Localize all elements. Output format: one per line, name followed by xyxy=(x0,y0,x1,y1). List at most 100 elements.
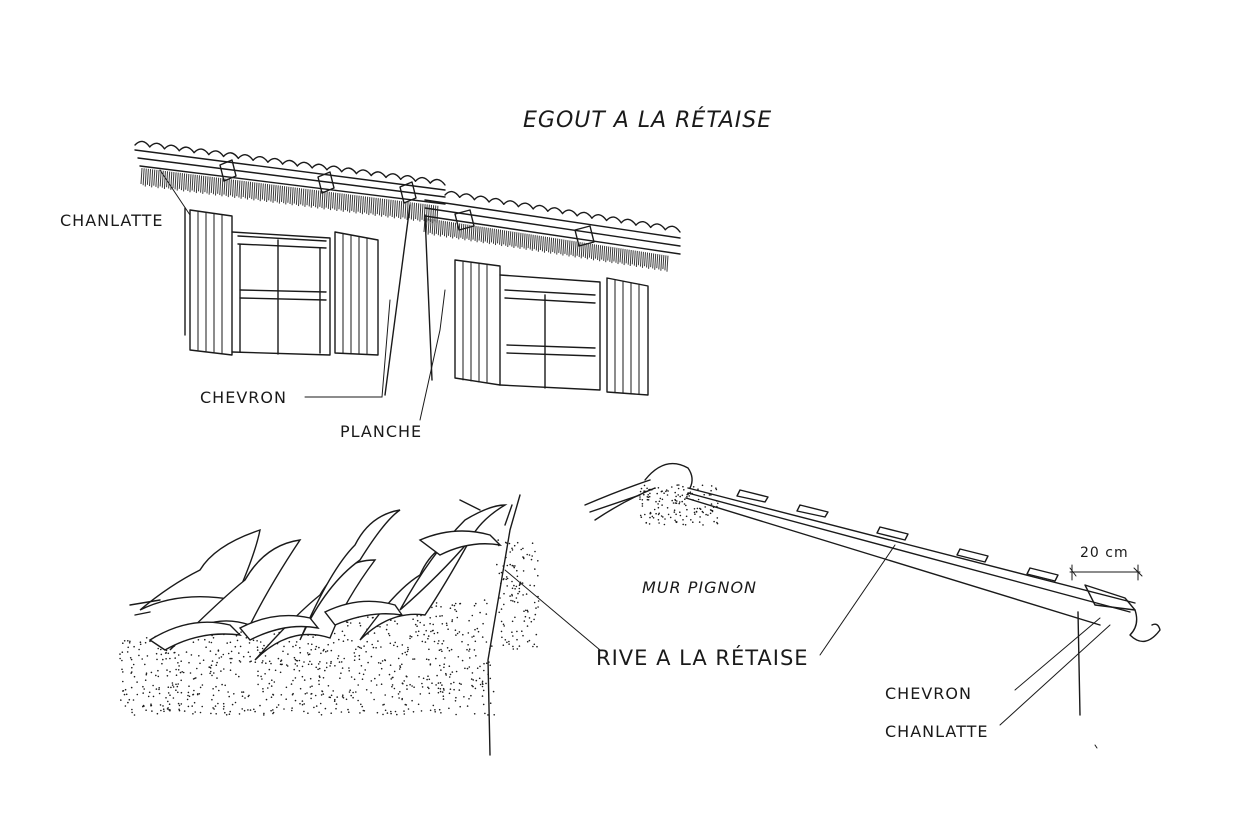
stipple-dot xyxy=(647,499,650,501)
stipple-dot xyxy=(188,685,190,687)
hatch-line xyxy=(193,174,196,192)
stipple-dot xyxy=(699,516,701,518)
stipple-dot xyxy=(506,577,509,580)
stipple-dot xyxy=(272,693,274,696)
stipple-dot xyxy=(136,681,138,683)
roof-tile xyxy=(355,169,372,177)
stipple-dot xyxy=(144,663,146,666)
hatch-line xyxy=(168,171,171,189)
stipple-dot xyxy=(191,705,193,707)
eaves-drawing xyxy=(134,140,681,421)
stipple-dot xyxy=(130,672,132,674)
stipple-dot xyxy=(689,491,692,494)
stipple-dot xyxy=(238,652,240,654)
stipple-dot xyxy=(468,666,471,668)
stipple-dot xyxy=(667,513,670,516)
stipple-dot xyxy=(474,628,476,631)
hatch-line xyxy=(393,200,396,219)
stipple-dot xyxy=(483,662,485,665)
hatch-line xyxy=(255,182,258,199)
stipple-dot xyxy=(201,684,204,686)
stipple-dot xyxy=(707,514,709,516)
stipple-dot xyxy=(451,619,454,621)
stipple-dot xyxy=(377,662,380,664)
stipple-dot xyxy=(518,590,521,593)
stipple-dot xyxy=(462,633,464,636)
stipple-dot xyxy=(437,687,440,690)
stipple-dot xyxy=(399,665,401,667)
roof-tile xyxy=(311,163,328,171)
stipple-dot xyxy=(482,703,485,706)
stipple-dot xyxy=(379,662,382,665)
stipple-dot xyxy=(681,500,683,503)
stipple-dot xyxy=(180,703,183,705)
stipple-dot xyxy=(445,622,448,625)
hatch-line xyxy=(340,193,343,211)
stipple-dot xyxy=(483,669,485,672)
stipple-dot xyxy=(397,657,400,660)
stipple-dot xyxy=(527,611,529,613)
stipple-dot xyxy=(411,699,413,702)
stipple-dot xyxy=(458,631,461,633)
stipple-dot xyxy=(502,623,505,626)
stipple-dot xyxy=(516,648,519,650)
hatch-line xyxy=(178,172,181,189)
stipple-dot xyxy=(326,650,329,652)
stipple-dot xyxy=(413,658,416,660)
stipple-dot xyxy=(418,676,420,678)
stipple-dot xyxy=(277,657,280,660)
stipple-dot xyxy=(537,574,539,577)
title-label: EGOUT A LA RÉTAISE xyxy=(523,107,772,133)
stipple-dot xyxy=(491,645,493,647)
hatch-line xyxy=(511,231,514,247)
stipple-dot xyxy=(210,670,212,673)
stipple-dot xyxy=(701,510,704,513)
stipple-dot xyxy=(512,645,514,648)
stipple-dot xyxy=(428,687,430,690)
stipple-dot xyxy=(193,689,195,692)
stipple-dot xyxy=(301,675,304,678)
hatch-line xyxy=(541,236,544,252)
stipple-dot xyxy=(510,599,512,602)
stipple-dot xyxy=(517,601,519,604)
stipple-dot xyxy=(182,671,185,674)
stipple-dot xyxy=(294,699,297,702)
stipple-dot xyxy=(253,708,255,711)
stipple-dot xyxy=(534,613,537,616)
hatch-line xyxy=(306,189,309,206)
stipple-dot xyxy=(406,688,408,690)
hatch-line xyxy=(274,185,277,202)
planche-label: PLANCHE xyxy=(340,422,422,441)
hatch-line xyxy=(404,201,407,219)
stipple-dot xyxy=(322,677,325,679)
stipple-dot xyxy=(435,602,438,604)
stipple-dot xyxy=(516,630,518,633)
stipple-dot xyxy=(148,691,151,694)
stipple-dot xyxy=(445,674,448,676)
stipple-dot xyxy=(303,679,306,681)
stipple-dot xyxy=(404,651,407,654)
stipple-dot xyxy=(522,594,524,596)
stipple-dot xyxy=(493,714,496,716)
stipple-dot xyxy=(454,700,457,702)
hatch-line xyxy=(317,190,320,209)
stipple-dot xyxy=(298,670,301,672)
stipple-dot xyxy=(498,572,501,575)
stipple-dot xyxy=(178,665,180,667)
stipple-dot xyxy=(690,519,692,521)
stipple-dot xyxy=(661,490,663,493)
stipple-dot xyxy=(155,652,158,655)
stipple-dot xyxy=(434,709,436,711)
stipple-dot xyxy=(122,642,124,644)
stipple-dot xyxy=(359,624,362,627)
stipple-dot xyxy=(176,685,179,688)
stipple-dot xyxy=(201,705,203,708)
stipple-dot xyxy=(438,649,441,651)
stipple-dot xyxy=(525,609,527,612)
hatch-line xyxy=(210,176,213,193)
stipple-dot xyxy=(310,649,313,651)
hatch-line xyxy=(448,221,450,236)
stipple-dot xyxy=(424,641,427,643)
hatch-line xyxy=(560,239,563,255)
stipple-dot xyxy=(175,689,177,691)
